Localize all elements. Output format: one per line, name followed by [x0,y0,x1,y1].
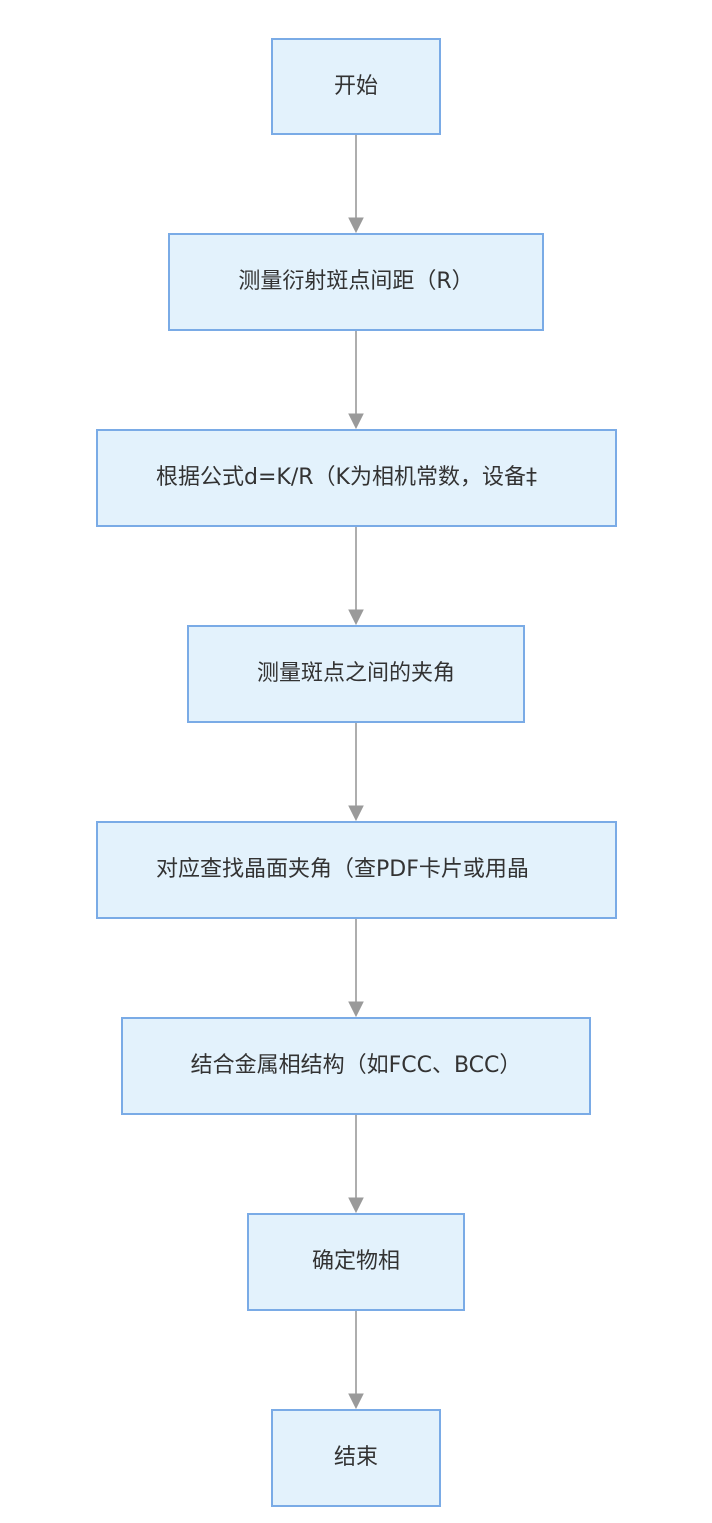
node-measure-spot-distance: 测量衍射斑点间距（R） [168,233,544,331]
node-label: 开始 [333,73,378,99]
edge-arrowhead [348,413,364,430]
node-determine-phase: 确定物相 [247,1213,465,1311]
node-start: 开始 [271,38,441,135]
edge-arrowhead [348,805,364,822]
node-end: 结束 [271,1409,441,1507]
node-label: 确定物相 [311,1249,400,1274]
node-label: 测量衍射斑点间距（R） [238,269,474,294]
node-combine-structure: 结合金属相结构（如FCC、BCC） [121,1017,591,1115]
node-label: 测量斑点之间的夹角 [256,661,455,686]
node-label: 结合金属相结构（如FCC、BCC） [190,1053,522,1078]
edge-arrowhead [348,217,364,234]
edge-arrowhead [348,1001,364,1018]
edge-arrowhead [348,609,364,626]
edge-arrowhead [348,1393,364,1410]
node-label: 根据公式d=K/R（K为相机常数，设备‡ [156,465,537,490]
node-calc-d-spacing: 根据公式d=K/R（K为相机常数，设备‡ [96,429,617,527]
node-measure-spot-angle: 测量斑点之间的夹角 [187,625,525,723]
node-label: 对应查找晶面夹角（查PDF卡片或用晶 [156,857,529,882]
edge-arrowhead [348,1197,364,1214]
node-label: 结束 [333,1445,378,1470]
node-lookup-plane-angle: 对应查找晶面夹角（查PDF卡片或用晶 [96,821,617,919]
